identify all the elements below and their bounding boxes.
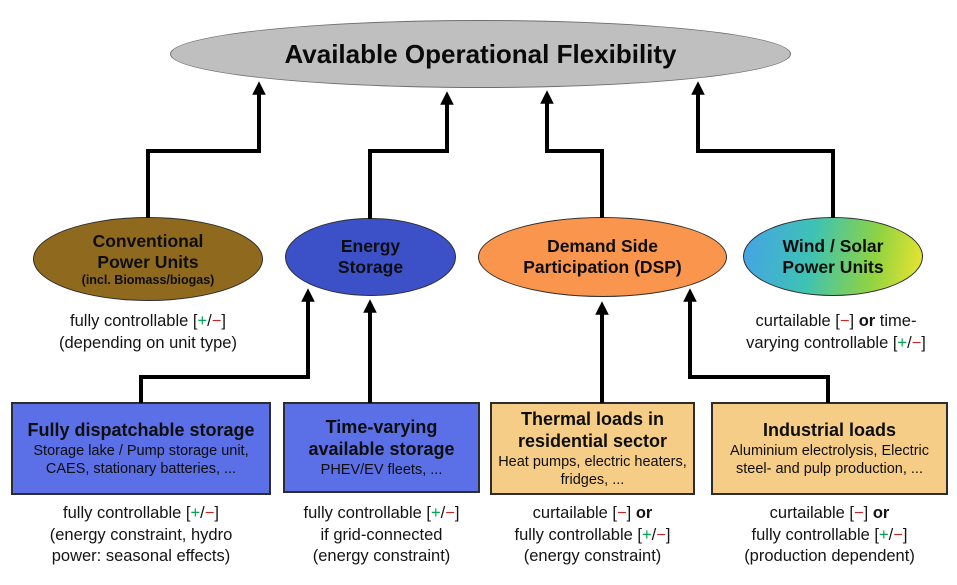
box-title: Time-varying available storage: [308, 416, 455, 459]
node-label-line2: Storage: [337, 257, 404, 277]
caption-line: fully controllable [+/−]: [63, 504, 219, 522]
caption-line: (production dependent): [744, 547, 915, 565]
node-label-line2: Power Units: [782, 256, 884, 277]
caption-line: varying controllable [+/−]: [746, 333, 926, 352]
caption-line: fully controllable [+/−]: [303, 504, 460, 522]
node-label-line1: Conventional: [92, 230, 204, 251]
node-label-line2: Participation (DSP): [523, 257, 682, 277]
node-label-line3: (incl. Biomass/biogas): [81, 272, 215, 287]
box-title: Thermal loads in residential sector: [517, 408, 668, 451]
caption-line: fully controllable [+/−]: [751, 525, 908, 544]
box-industrial-loads: Industrial loads Aluminium electrolysis,…: [711, 402, 948, 495]
node-wind-solar-power-units: Wind / Solar Power Units: [743, 217, 923, 296]
caption-line: (depending on unit type): [59, 333, 237, 352]
node-label-line1: Energy: [340, 236, 401, 256]
caption-line: curtailable [−] or time-: [755, 312, 917, 330]
caption-line: power: seasonal effects): [51, 547, 231, 565]
diagram-title: Available Operational Flexibility: [284, 39, 677, 69]
box-time-varying-available-storage: Time-varying available storage PHEV/EV f…: [283, 402, 480, 493]
caption-conventional: fully controllable [+/−] (depending on u…: [23, 311, 273, 354]
node-label-line1: Wind / Solar: [782, 235, 884, 256]
box-title: Fully dispatchable storage: [27, 419, 255, 440]
caption-line: fully controllable [+/−]: [514, 525, 671, 544]
node-available-operational-flexibility: Available Operational Flexibility: [170, 20, 791, 88]
node-demand-side-participation: Demand Side Participation (DSP): [478, 217, 727, 297]
caption-line: (energy constraint): [312, 547, 451, 565]
node-label-line1: Demand Side: [547, 236, 658, 256]
arrow-conventional-to-top: [146, 81, 266, 218]
box-subtitle: Storage lake / Pump storage unit, CAES, …: [33, 442, 249, 478]
caption-line: fully controllable [+/−]: [70, 312, 226, 330]
box-subtitle: Aluminium electrolysis, Electric steel- …: [729, 442, 930, 478]
caption-wind-solar: curtailable [−] or time- varying control…: [715, 311, 957, 354]
caption-line: (energy constraint): [523, 547, 662, 565]
box-thermal-loads-residential: Thermal loads in residential sector Heat…: [490, 402, 695, 495]
caption-thermal-loads: curtailable [−] or fully controllable [+…: [485, 503, 700, 568]
node-label-line2: Power Units: [97, 251, 199, 272]
caption-industrial-loads: curtailable [−] or fully controllable [+…: [706, 503, 953, 568]
caption-line: if grid-connected: [320, 525, 443, 544]
arrow-energy-storage-to-top: [368, 91, 454, 219]
box-subtitle: Heat pumps, electric heaters, fridges, .…: [498, 453, 687, 489]
arrow-dsp-to-top: [540, 90, 604, 218]
caption-line: (energy constraint, hydro: [49, 525, 233, 544]
node-conventional-power-units: Conventional Power Units (incl. Biomass/…: [33, 217, 263, 301]
caption-time-varying-storage: fully controllable [+/−] if grid-connect…: [278, 503, 485, 568]
box-title: Industrial loads: [762, 419, 897, 440]
caption-fully-dispatchable-storage: fully controllable [+/−] (energy constra…: [6, 503, 276, 568]
box-fully-dispatchable-storage: Fully dispatchable storage Storage lake …: [11, 402, 271, 495]
arrow-windsolar-to-top: [691, 81, 835, 218]
box-subtitle: PHEV/EV fleets, ...: [320, 461, 443, 478]
caption-line: curtailable [−] or: [532, 504, 653, 522]
node-energy-storage: Energy Storage: [285, 218, 456, 296]
caption-line: curtailable [−] or: [769, 504, 890, 522]
